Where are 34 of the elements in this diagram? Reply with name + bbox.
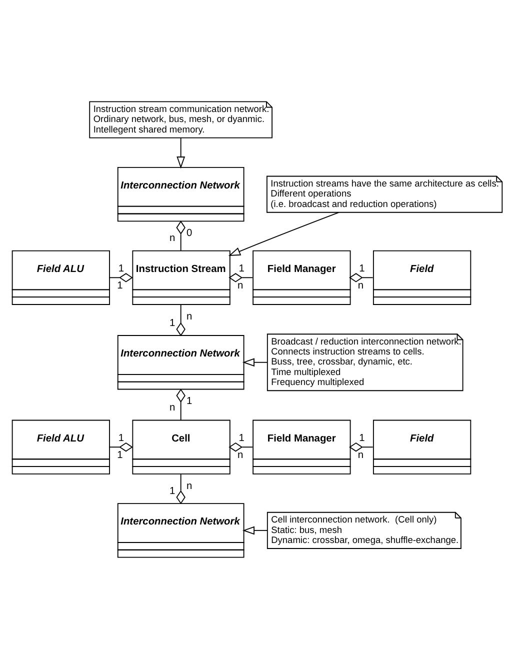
connector	[176, 474, 186, 504]
label: 1	[238, 264, 244, 275]
connector	[228, 273, 253, 282]
label: n	[170, 402, 176, 414]
label: 1	[117, 450, 123, 462]
connector	[349, 273, 374, 282]
label: n	[170, 232, 176, 244]
arrow	[228, 212, 340, 256]
label: n	[186, 480, 192, 492]
connector	[228, 442, 253, 452]
arrow	[176, 137, 186, 169]
connector	[349, 442, 374, 452]
label: n	[238, 280, 244, 292]
label: 1	[359, 433, 365, 444]
label: 0	[186, 228, 192, 240]
connector	[176, 388, 186, 421]
arrow	[242, 526, 268, 535]
label: 1	[238, 433, 244, 444]
arrow	[242, 358, 268, 367]
label: 1	[186, 396, 192, 408]
label: 1	[118, 264, 124, 275]
label: 1	[117, 280, 123, 292]
connector	[176, 304, 186, 336]
label: 1	[170, 318, 176, 329]
connector	[176, 220, 186, 251]
connector	[108, 442, 133, 452]
label: 1	[118, 433, 124, 444]
label: 1	[359, 264, 365, 275]
label: n	[238, 450, 244, 462]
connector	[108, 273, 133, 282]
label: n	[358, 450, 364, 462]
label: n	[358, 280, 364, 292]
label: 1	[170, 486, 176, 497]
label: n	[186, 312, 192, 323]
